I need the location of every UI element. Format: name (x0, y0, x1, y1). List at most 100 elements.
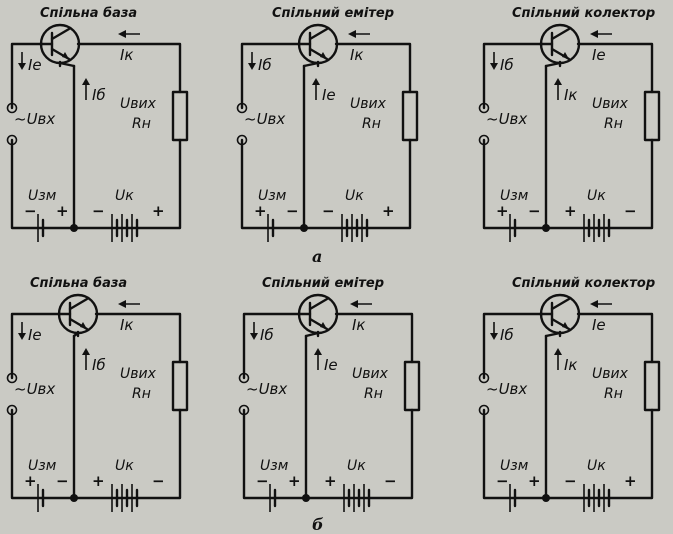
output-current-label: Iк (352, 316, 365, 334)
load-resistor (403, 360, 421, 412)
circuit-title: Спільний колектор (512, 276, 655, 291)
row-label-a: а (312, 247, 322, 266)
circuit-title: Спільний емітер (262, 276, 384, 291)
output-voltage-label: Uвих (120, 366, 157, 382)
middle-current-label: Iб (92, 356, 106, 374)
supply-sign-right: − (624, 202, 637, 220)
bias-voltage-label: Uзм (28, 188, 57, 204)
bias-sign-right: − (56, 472, 69, 490)
output-voltage-label: Uвих (352, 366, 389, 382)
circuit-title: Спільна база (30, 276, 127, 291)
input-terminal (6, 102, 18, 114)
input-terminal (478, 134, 490, 146)
bias-sign-left: − (496, 472, 509, 490)
input-current-label: Iе (28, 326, 42, 344)
output-current-label: Iе (592, 316, 606, 334)
input-voltage-label: ~Uвх (486, 380, 527, 398)
load-label: Rн (362, 116, 381, 132)
load-resistor (171, 90, 189, 142)
bias-sign-left: + (254, 202, 267, 220)
middle-current-label: Iк (564, 86, 577, 104)
bias-sign-right: + (528, 472, 541, 490)
bias-voltage-label: Uзм (28, 458, 57, 474)
bias-sign-right: + (56, 202, 69, 220)
supply-sign-right: + (382, 202, 395, 220)
load-label: Rн (132, 116, 151, 132)
bias-sign-left: + (24, 472, 37, 490)
load-label: Rн (132, 386, 151, 402)
middle-current-label: Iе (324, 356, 338, 374)
supply-voltage-label: Uк (587, 458, 606, 474)
supply-voltage-label: Uк (115, 458, 134, 474)
supply-sign-left: − (322, 202, 335, 220)
supply-voltage-label: Uк (115, 188, 134, 204)
load-resistor (643, 360, 661, 412)
input-terminal (478, 404, 490, 416)
input-terminal (238, 404, 250, 416)
input-terminal (6, 134, 18, 146)
load-label: Rн (604, 386, 623, 402)
supply-sign-right: − (384, 472, 397, 490)
input-terminal (236, 134, 248, 146)
load-resistor (401, 90, 419, 142)
bias-voltage-label: Uзм (500, 458, 529, 474)
bias-voltage-label: Uзм (260, 458, 289, 474)
middle-current-label: Iб (92, 86, 106, 104)
supply-voltage-label: Uк (345, 188, 364, 204)
input-voltage-label: ~Uвх (486, 110, 527, 128)
input-terminal (6, 372, 18, 384)
bias-sign-right: − (528, 202, 541, 220)
row-label-b: б (312, 515, 324, 534)
input-voltage-label: ~Uвх (14, 380, 55, 398)
bias-sign-left: − (256, 472, 269, 490)
input-current-label: Iб (500, 56, 514, 74)
bias-sign-left: − (24, 202, 37, 220)
input-current-label: Iб (258, 56, 272, 74)
supply-sign-left: − (92, 202, 105, 220)
bias-sign-right: − (286, 202, 299, 220)
middle-current-label: Iе (322, 86, 336, 104)
output-current-label: Iк (120, 46, 133, 64)
supply-sign-left: + (564, 202, 577, 220)
input-current-label: Iе (28, 56, 42, 74)
supply-sign-right: − (152, 472, 165, 490)
input-terminal (236, 102, 248, 114)
supply-sign-right: + (624, 472, 637, 490)
load-resistor (171, 360, 189, 412)
middle-current-label: Iк (564, 356, 577, 374)
circuit-title: Спільна база (40, 6, 137, 21)
input-voltage-label: ~Uвх (14, 110, 55, 128)
output-current-label: Iе (592, 46, 606, 64)
bias-sign-right: + (288, 472, 301, 490)
output-voltage-label: Uвих (120, 96, 157, 112)
bias-voltage-label: Uзм (500, 188, 529, 204)
output-voltage-label: Uвих (350, 96, 387, 112)
supply-sign-left: − (564, 472, 577, 490)
circuit-title: Спільний емітер (272, 6, 394, 21)
input-voltage-label: ~Uвх (246, 380, 287, 398)
output-voltage-label: Uвих (592, 366, 629, 382)
load-label: Rн (604, 116, 623, 132)
bias-sign-left: + (496, 202, 509, 220)
input-terminal (478, 372, 490, 384)
supply-voltage-label: Uк (587, 188, 606, 204)
supply-voltage-label: Uк (347, 458, 366, 474)
input-voltage-label: ~Uвх (244, 110, 285, 128)
input-terminal (238, 372, 250, 384)
input-terminal (478, 102, 490, 114)
output-voltage-label: Uвих (592, 96, 629, 112)
load-label: Rн (364, 386, 383, 402)
input-terminal (6, 404, 18, 416)
circuit-title: Спільний колектор (512, 6, 655, 21)
input-current-label: Iб (500, 326, 514, 344)
supply-sign-left: + (92, 472, 105, 490)
output-current-label: Iк (350, 46, 363, 64)
